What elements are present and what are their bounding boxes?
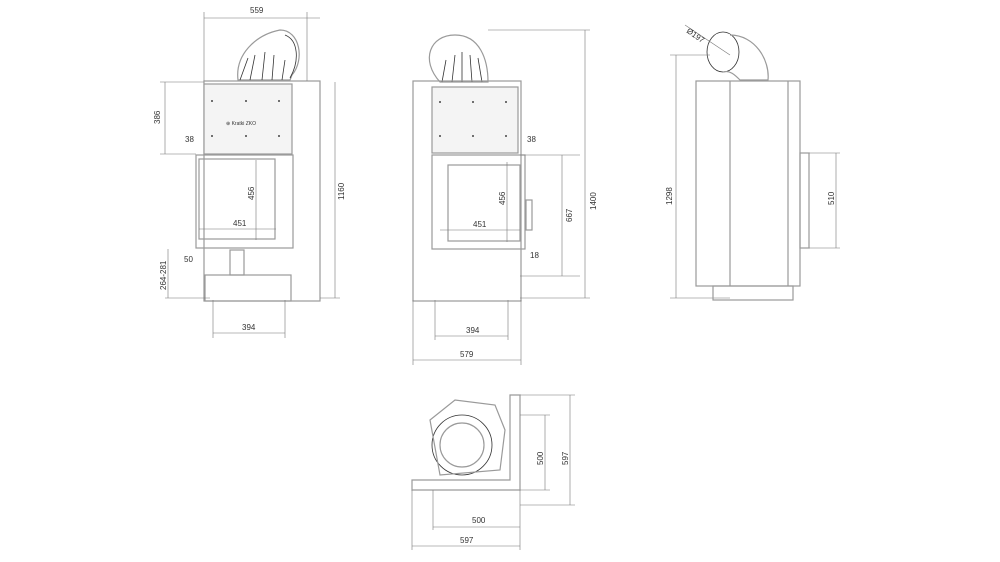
flue-elbow bbox=[237, 29, 300, 81]
dim-frame-offset: 38 bbox=[185, 135, 194, 144]
dim-glass-width: 451 bbox=[473, 220, 487, 229]
top-panel bbox=[203, 83, 293, 155]
front-view: ⊕ Kratki ZKO 559 386 38 456 451 1160 50 … bbox=[153, 6, 346, 338]
door-frame bbox=[431, 154, 526, 250]
dim-top-panel: 386 bbox=[153, 110, 162, 124]
dim-depth-inner: 500 bbox=[536, 451, 545, 465]
side-opening bbox=[799, 152, 810, 249]
dim-total-height: 1400 bbox=[589, 192, 598, 210]
door-handle bbox=[525, 199, 533, 231]
logo: ⊕ Kratki ZKO bbox=[226, 121, 256, 127]
dim-glass-height: 456 bbox=[247, 186, 256, 200]
dim-leg-height: 264-281 bbox=[159, 260, 168, 290]
side-view: Ø197 510 1298 bbox=[665, 24, 840, 301]
glass bbox=[198, 158, 276, 240]
air-control bbox=[229, 249, 245, 276]
dim-height: 1298 bbox=[665, 187, 674, 205]
top-view: 500 597 500 597 bbox=[411, 394, 575, 550]
flue-outlet bbox=[706, 31, 740, 73]
top-panel bbox=[431, 86, 519, 154]
glass bbox=[447, 164, 521, 242]
dim-depth-outer: 597 bbox=[561, 451, 570, 465]
dim-leg-offset: 50 bbox=[184, 255, 193, 264]
door-frame bbox=[195, 154, 294, 249]
dim-door-height: 667 bbox=[565, 208, 574, 222]
dim-flue-diameter: Ø197 bbox=[685, 26, 707, 45]
dim-opening-height: 510 bbox=[827, 191, 836, 205]
dim-glass-height: 456 bbox=[498, 191, 507, 205]
dim-width-outer: 597 bbox=[460, 536, 474, 545]
dim-total-height: 1160 bbox=[337, 182, 346, 200]
dim-frame-offset: 38 bbox=[527, 135, 536, 144]
dim-frame-side: 18 bbox=[530, 251, 539, 260]
body-outline bbox=[412, 80, 522, 302]
dim-leg-spacing: 394 bbox=[242, 323, 256, 332]
dim-glass-width: 451 bbox=[233, 219, 247, 228]
dim-width-inner: 500 bbox=[472, 516, 486, 525]
side-front-view: 667 1400 38 456 451 18 394 579 bbox=[412, 29, 598, 365]
dim-width: 559 bbox=[250, 6, 264, 15]
dim-width: 579 bbox=[460, 350, 474, 359]
flue-elbow bbox=[428, 34, 489, 83]
flue-top bbox=[431, 414, 493, 476]
dim-leg-spacing: 394 bbox=[466, 326, 480, 335]
body-outline bbox=[695, 80, 801, 287]
